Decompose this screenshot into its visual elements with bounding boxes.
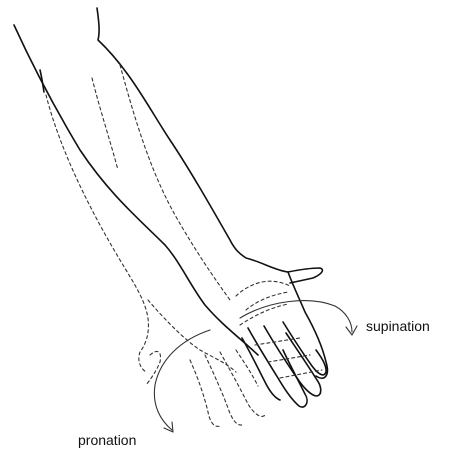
supination-label: supination: [366, 318, 430, 334]
dashed-finger-3: [220, 352, 266, 416]
dashed-edge-3: [120, 65, 230, 300]
pronated-arm: [46, 65, 322, 426]
dashed-finger-2: [205, 355, 244, 425]
dashed-finger-1: [190, 360, 220, 426]
pronation-arrow-arc: [154, 330, 210, 430]
thumb-solid: [288, 272, 327, 378]
dashed-edge-1: [46, 95, 148, 372]
finger-solid-4: [242, 338, 280, 400]
arm-lower-edge: [14, 25, 258, 355]
arm-upper-edge: [97, 8, 322, 283]
supination-arrow-arc: [240, 301, 352, 332]
dashed-finger-4: [236, 350, 258, 386]
supination-arrow: [240, 301, 357, 335]
dashed-palm: [236, 281, 290, 296]
pronation-arrow: [154, 330, 210, 432]
dashed-edge-4: [148, 300, 236, 372]
dashed-edge-2: [92, 78, 118, 170]
pronation-label: pronation: [78, 432, 136, 448]
dashed-thumb: [146, 351, 161, 385]
